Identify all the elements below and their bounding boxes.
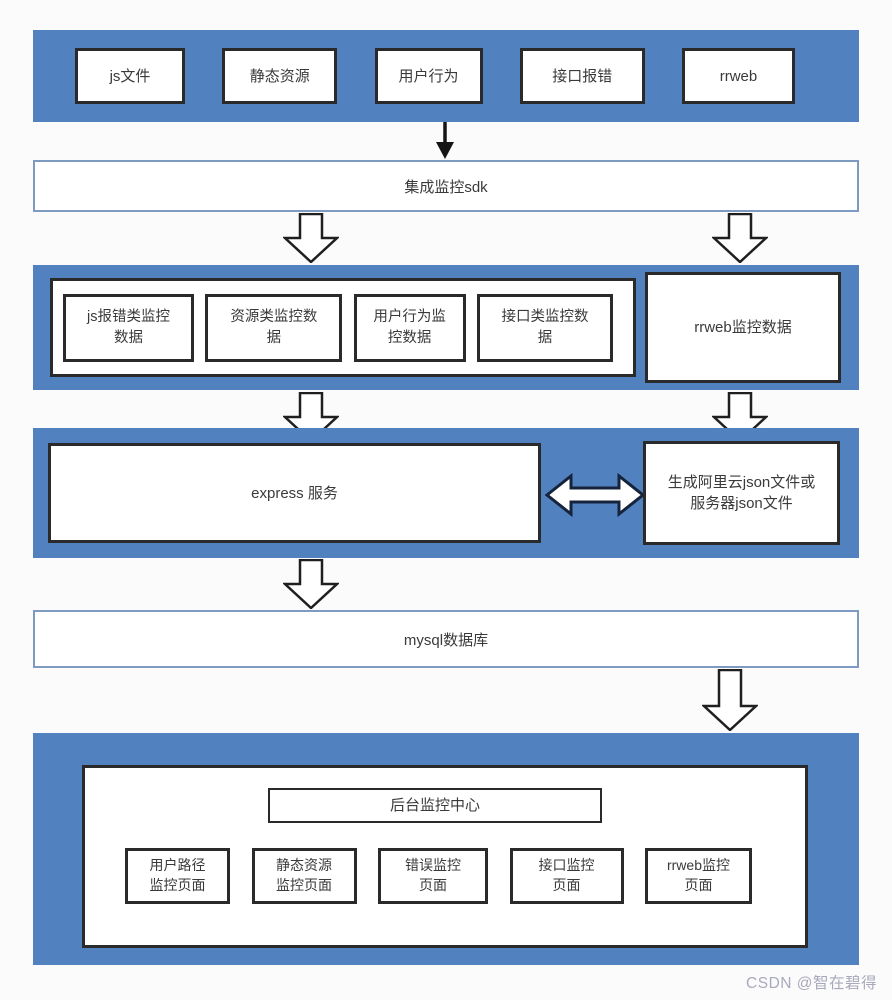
down-arrow-icon	[712, 213, 768, 263]
page-box-errors: 错误监控 页面	[378, 848, 488, 904]
page-box-api: 接口监控 页面	[509, 848, 624, 904]
data-box-js-errors: js报错类监控 数据	[63, 293, 194, 362]
source-box-api-errors: 接口报错	[519, 48, 645, 104]
source-box-static-assets: 静态资源	[222, 48, 338, 104]
double-arrow-icon	[545, 472, 645, 518]
data-box-rrweb: rrweb监控数据	[645, 272, 841, 383]
mysql-db-bar: mysql数据库	[33, 610, 859, 668]
page-box-rrweb: rrweb监控 页面	[645, 848, 752, 904]
service-band: express 服务 生成阿里云json文件或 服务器json文件	[33, 428, 859, 558]
source-box-js-file: js文件	[75, 48, 185, 104]
monitor-data-container: js报错类监控 数据 资源类监控数 据 用户行为监 控数据 接口类监控数 据	[50, 278, 636, 377]
source-box-rrweb: rrweb	[682, 48, 795, 104]
backend-pages-row: 用户路径 监控页面 静态资源 监控页面 错误监控 页面 接口监控 页面 rrwe…	[85, 848, 805, 904]
data-box-behavior: 用户行为监 控数据	[353, 293, 466, 362]
down-arrow-icon	[702, 669, 758, 731]
backend-center-title-box: 后台监控中心	[268, 788, 602, 823]
page-box-static-assets: 静态资源 监控页面	[251, 848, 357, 904]
json-file-box: 生成阿里云json文件或 服务器json文件	[643, 441, 840, 545]
data-box-assets: 资源类监控数 据	[205, 293, 343, 362]
source-box-user-behavior: 用户行为	[374, 48, 483, 104]
sources-band: js文件 静态资源 用户行为 接口报错 rrweb	[33, 30, 859, 122]
csdn-watermark: CSDN @智在碧得	[746, 975, 877, 992]
down-arrow-icon	[283, 213, 339, 263]
backend-band: 后台监控中心 用户路径 监控页面 静态资源 监控页面 错误监控 页面 接口监控 …	[33, 733, 859, 965]
data-box-api: 接口类监控数 据	[476, 293, 613, 362]
backend-panel: 后台监控中心 用户路径 监控页面 静态资源 监控页面 错误监控 页面 接口监控 …	[82, 765, 808, 948]
down-arrow-icon	[283, 559, 339, 609]
monitor-data-band: js报错类监控 数据 资源类监控数 据 用户行为监 控数据 接口类监控数 据 r…	[33, 265, 859, 390]
page-box-user-path: 用户路径 监控页面	[125, 848, 230, 904]
sdk-bar: 集成监控sdk	[33, 160, 859, 212]
solid-down-arrow-icon	[436, 122, 454, 159]
express-service-box: express 服务	[48, 443, 541, 543]
